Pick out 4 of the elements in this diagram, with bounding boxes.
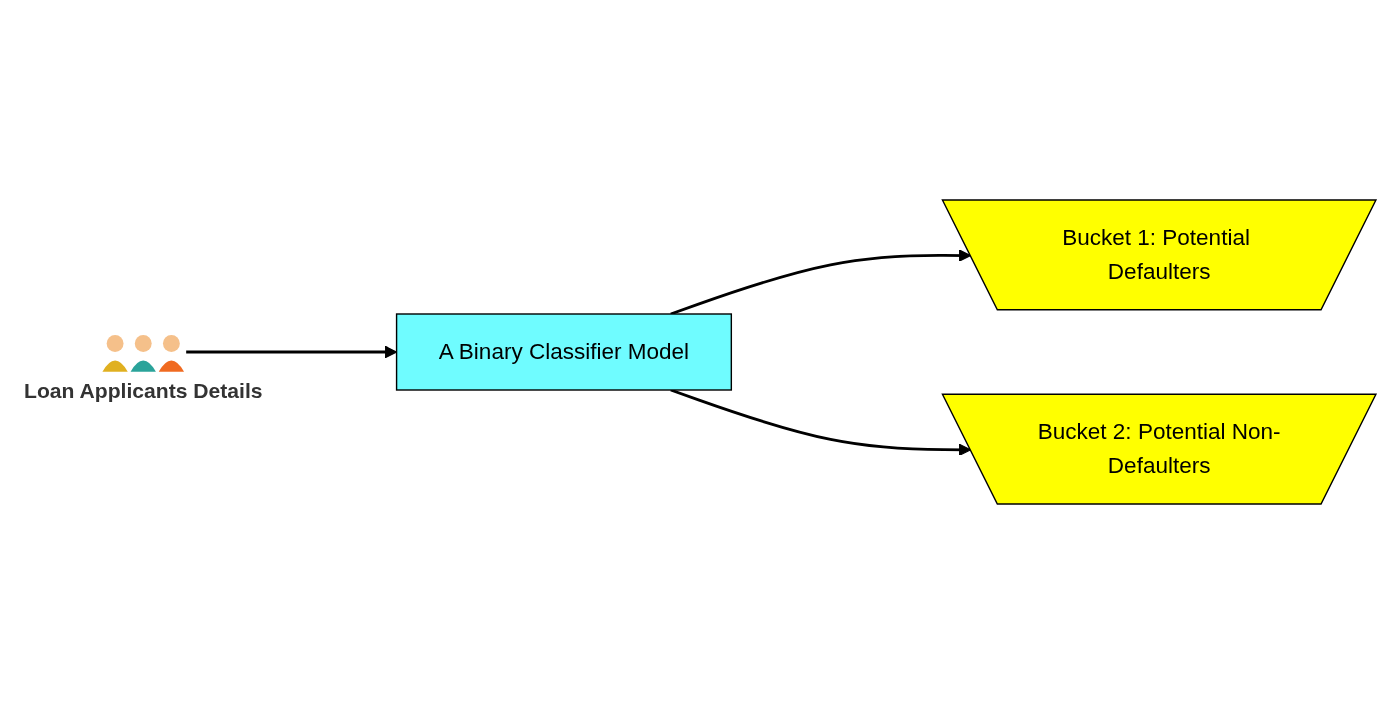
node-label: Loan Applicants Details — [24, 378, 263, 402]
node-box: A Binary Classifier Model — [395, 312, 733, 391]
arrow — [670, 248, 972, 315]
arrow — [670, 388, 972, 456]
